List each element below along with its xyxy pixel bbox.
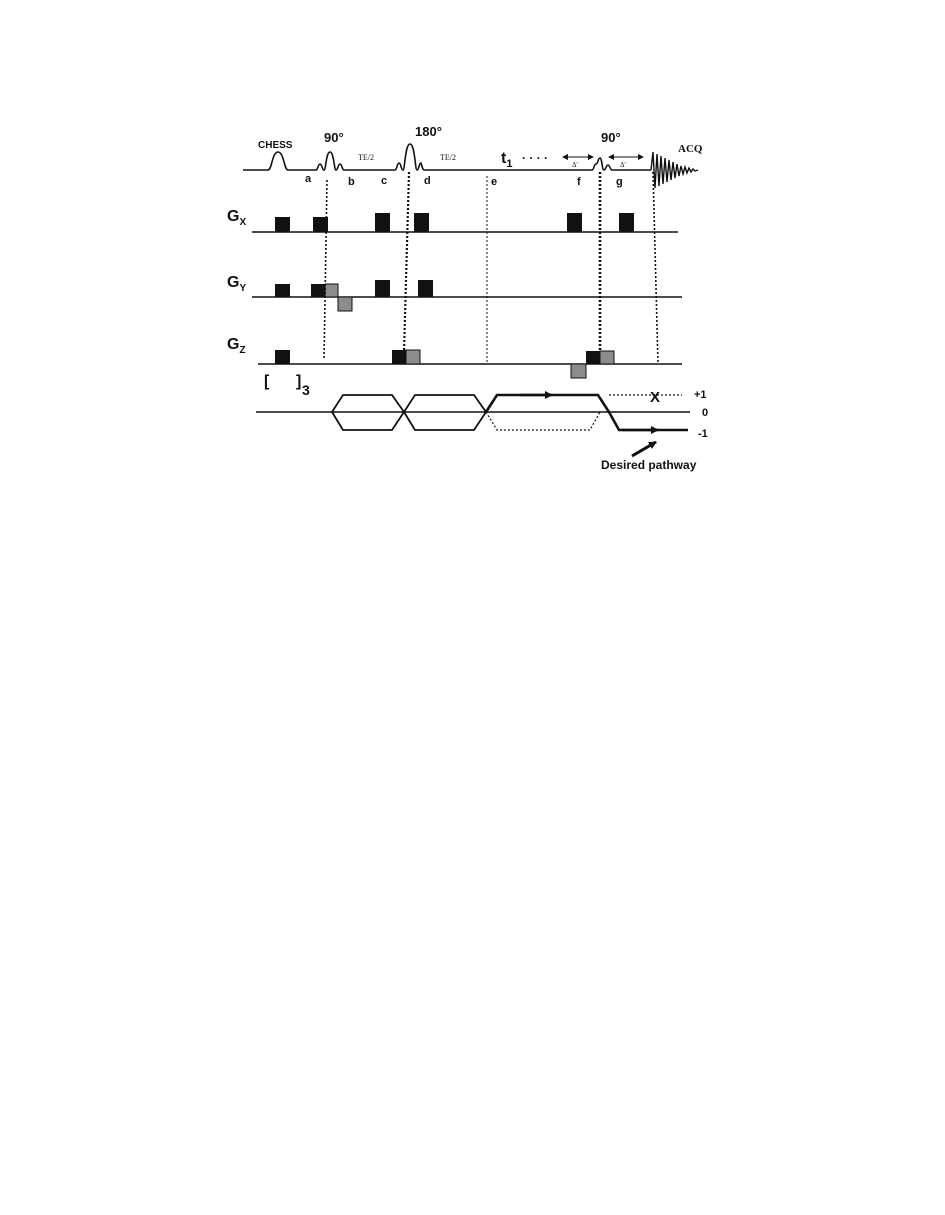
t1-label: t1 (501, 150, 512, 170)
gx-lobe (375, 213, 390, 232)
gx-lobe (414, 213, 429, 232)
acq-label: ACQ (678, 143, 703, 155)
gx-lobe (567, 213, 582, 232)
timepoint-labels: a b c d e f g (305, 173, 623, 188)
gz-label-main: G (227, 336, 239, 353)
gy-lobe (311, 284, 325, 297)
gx-lobe (275, 217, 290, 232)
gz-label-sub: Z (239, 345, 245, 356)
te-half-label-1: TE/2 (358, 153, 374, 162)
repeat-bracket-open: [ (264, 373, 270, 390)
gz-label: GZ (227, 336, 246, 356)
gz-lobe (586, 351, 600, 364)
gz-lobe-gray (599, 350, 615, 365)
gz-lobe (275, 350, 290, 364)
gy-lobe (418, 280, 433, 297)
pulse-90-second-label: 90° (601, 130, 621, 145)
gy-label-main: G (227, 274, 239, 291)
repeat-bracket-close: ] (296, 373, 301, 390)
timing-guides (323, 171, 659, 365)
t1-main: t (501, 150, 507, 167)
guide-line-90-first (323, 179, 328, 361)
gz-lobe (392, 350, 406, 364)
coherence-path-dashed-minus1 (485, 411, 601, 431)
coherence-level-plus1-label: +1 (694, 389, 707, 401)
te-half-label-2: TE/2 (440, 153, 456, 162)
timepoint-f: f (577, 176, 581, 188)
rf-baseline (243, 143, 651, 171)
acq-fid-signal (650, 151, 699, 189)
gy-lobe (275, 284, 290, 297)
gx-lobe (619, 213, 634, 232)
delta-label-1: Δ' (572, 161, 578, 169)
pulse-90-first-label: 90° (324, 130, 344, 145)
delta-label-2: Δ' (620, 161, 626, 169)
timepoint-g: g (616, 176, 623, 188)
timepoint-d: d (424, 175, 431, 187)
gx-label-sub: X (239, 217, 246, 228)
gy-lobe-gray (324, 283, 339, 298)
gradient-gz-channel: GZ (227, 336, 682, 379)
blocked-pathway-mark: X (650, 389, 660, 406)
gx-label: GX (227, 208, 246, 228)
timepoint-b: b (348, 176, 355, 188)
desired-pathway-pointer-arrow (631, 440, 657, 458)
gx-label-main: G (227, 208, 239, 225)
timepoint-c: c (381, 175, 387, 187)
pulse-180-label: 180° (415, 124, 442, 139)
gy-lobe (375, 280, 390, 297)
gy-lobe-gray-negative (337, 296, 353, 312)
gz-lobe-gray-negative (570, 363, 587, 379)
timepoint-a: a (305, 173, 312, 185)
timepoint-e: e (491, 176, 497, 188)
t1-subscript: 1 (506, 158, 512, 170)
repeat-bracket: [ ] 3 (264, 373, 310, 398)
guide-line-180 (402, 171, 411, 353)
rf-channel: CHESS 90° 180° TE/2 TE/2 t1 · · · · Δ' 9… (243, 124, 703, 189)
repeat-count: 3 (302, 382, 310, 398)
guide-line-acq (652, 171, 659, 365)
coherence-pathway-diagram (256, 391, 690, 434)
gx-lobe (313, 217, 328, 232)
gz-lobe-gray (405, 349, 421, 365)
t1-ellipsis: · · · · (522, 151, 548, 165)
gradient-gx-channel: GX (227, 208, 678, 233)
coherence-level-minus1-label: -1 (698, 428, 708, 440)
gy-label: GY (227, 274, 246, 294)
coherence-level-0-label: 0 (702, 407, 708, 419)
gradient-gy-channel: GY (227, 274, 682, 312)
gy-label-sub: Y (239, 283, 246, 294)
desired-pathway-label: Desired pathway (601, 458, 697, 472)
chess-label: CHESS (258, 140, 293, 151)
